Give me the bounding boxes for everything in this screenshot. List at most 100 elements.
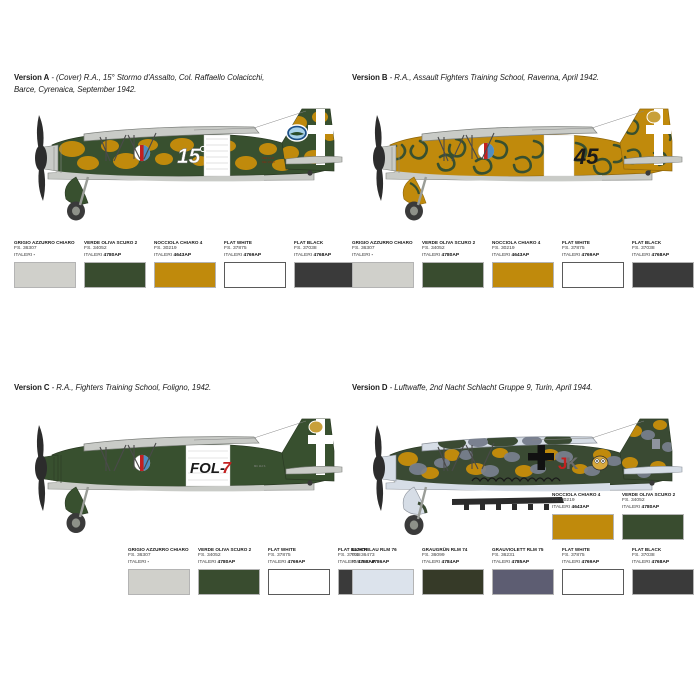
paint-chip-brand: ITALERI xyxy=(352,559,372,565)
paint-chip-swatch xyxy=(622,513,684,540)
paint-chip-name: FLAT WHITE xyxy=(268,547,296,552)
paint-chip-fs-code: FS. 36307 xyxy=(14,246,37,252)
version-c-artwork: FOL- 7 xyxy=(14,411,344,546)
version-a-caption: Version A - (Cover) R.A., 15° Stormo d'A… xyxy=(14,72,344,95)
paint-chip-code: 4643AP xyxy=(173,252,192,258)
paint-chip-brand-code: ITALERI 4768AP xyxy=(338,560,404,566)
paint-chip-name: FLAT WHITE xyxy=(562,240,590,245)
paint-chip-brand: ITALERI xyxy=(632,559,652,565)
paint-chip-code: 4643AP xyxy=(511,252,530,258)
version-d-artwork: J K xyxy=(352,411,686,546)
paint-chip-brand-code: ITALERI 4780AP xyxy=(622,505,688,511)
paint-chip-swatch xyxy=(154,261,216,288)
version-b-artwork: 45 xyxy=(352,101,686,229)
version-c-label: Version C xyxy=(14,383,50,392)
paint-chip-swatch xyxy=(492,261,554,288)
paint-chip-swatch xyxy=(84,261,146,288)
paint-chip-brand: ITALERI xyxy=(632,252,652,258)
paint-chip-brand: ITALERI xyxy=(224,252,244,258)
paint-chip-name: GRIGIO AZZURRO CHIARO xyxy=(14,240,75,245)
paint-chip-fs-code: FS. 37038 xyxy=(632,553,655,559)
version-b-fuselage-code: 45 xyxy=(573,144,599,169)
paint-chip-name: FLAT WHITE xyxy=(224,240,252,245)
paint-chip-fs-code: FS. 37875 xyxy=(562,246,585,252)
paint-chip-brand-code: ITALERI 4768AP xyxy=(632,253,698,259)
version-a-label: Version A xyxy=(14,73,50,82)
paint-chip-brand: ITALERI xyxy=(14,252,34,258)
paint-chip-brand-code: ITALERI 4769AP xyxy=(562,560,628,566)
paint-chip-code: 4769AP xyxy=(581,252,600,258)
paint-chip-fs-code: FS. 36473 xyxy=(352,553,375,559)
paint-chip-code: - xyxy=(371,252,374,258)
svg-text:K: K xyxy=(566,454,579,473)
paint-chip-name: FLAT BLACK xyxy=(338,547,368,552)
fuselage-roundel xyxy=(133,144,151,162)
paint-chip-code: 4769AP xyxy=(287,559,306,565)
paint-chip-name: FLAT WHITE xyxy=(562,547,590,552)
version-b-caption: Version B - R.A., Assault Fighters Train… xyxy=(352,72,686,84)
paint-chip-brand: ITALERI xyxy=(562,252,582,258)
paint-chip-code: - xyxy=(33,252,36,258)
paint-chip-code: 4780AP xyxy=(103,252,122,258)
paint-chip-fs-code: FS. 30219 xyxy=(552,498,575,504)
paint-chip-brand: ITALERI xyxy=(562,559,582,565)
paint-chip-fs-code: FS. 37038 xyxy=(338,553,361,559)
paint-chip-brand-code: ITALERI - xyxy=(352,253,418,259)
paint-chip-swatch xyxy=(198,568,260,595)
paint-chip-name: FLAT BLACK xyxy=(632,240,662,245)
paint-chip-swatch xyxy=(562,568,624,595)
paint-chip-swatch xyxy=(552,513,614,540)
paint-chip-name: NOCCIOLA CHIARO 4 xyxy=(552,492,601,497)
paint-chip-code: - xyxy=(147,559,150,565)
version-d-caption: Version D - Luftwaffe, 2nd Nacht Schlach… xyxy=(352,382,686,394)
version-a-artwork: 15 xyxy=(14,101,344,229)
paint-chip-fs-code: FS. 34052 xyxy=(422,246,445,252)
version-a-fuselage-code: 15 xyxy=(177,145,201,168)
squadron-badge xyxy=(646,110,662,123)
squadron-badge xyxy=(285,124,309,142)
paint-chip-code: 4768AP xyxy=(651,252,670,258)
paint-chip-brand-code: ITALERI 4768AP xyxy=(632,560,698,566)
paint-chip-name: VERDE OLIVA SCURO 2 xyxy=(622,492,676,497)
paint-chip-swatch xyxy=(268,568,330,595)
paint-chip-brand-code: ITALERI 4784AP xyxy=(422,560,488,566)
paint-chip-fs-code: FS. 34052 xyxy=(622,498,645,504)
paint-chip-code: 4643AP xyxy=(571,504,590,510)
paint-chip-code: 4785AP xyxy=(511,559,530,565)
version-b-label: Version B xyxy=(352,73,388,82)
version-d-fuselage-code: J xyxy=(558,454,567,473)
paint-chip-brand: ITALERI xyxy=(352,252,372,258)
paint-chip-name: GRIGIO AZZURRO CHIARO xyxy=(352,240,413,245)
version-a-caption-line1: - (Cover) R.A., 15° Stormo d'Assalto, Co… xyxy=(51,73,265,82)
paint-chip-fs-code: FS. 37875 xyxy=(562,553,585,559)
paint-chip-brand-code: ITALERI 4780AP xyxy=(198,560,264,566)
paint-chip-brand-code: ITALERI 4643AP xyxy=(492,253,558,259)
paint-chip-swatch xyxy=(14,261,76,288)
paint-chip-brand-code: ITALERI 4780AP xyxy=(422,253,488,259)
paint-chip-brand-code: ITALERI 4643AP xyxy=(552,505,618,511)
svg-text:PER LA M.: PER LA M. xyxy=(262,156,275,160)
paint-chip-code: 4786AP xyxy=(371,559,390,565)
paint-chip-brand: ITALERI xyxy=(198,559,218,565)
squadron-badge xyxy=(308,420,324,433)
paint-chip-code: 4769AP xyxy=(243,252,262,258)
paint-chip-brand: ITALERI xyxy=(338,559,358,565)
version-c-fuselage-code-prefix: FOL- xyxy=(190,460,225,477)
paint-chip-brand-code: ITALERI 4786AP xyxy=(352,560,418,566)
paint-chip-swatch xyxy=(422,261,484,288)
version-c-caption-line1: - R.A., Fighters Training School, Folign… xyxy=(51,383,212,392)
paint-chip-fs-code: FS. 34052 xyxy=(84,246,107,252)
paint-chip-brand-code: ITALERI 4780AP xyxy=(84,253,150,259)
